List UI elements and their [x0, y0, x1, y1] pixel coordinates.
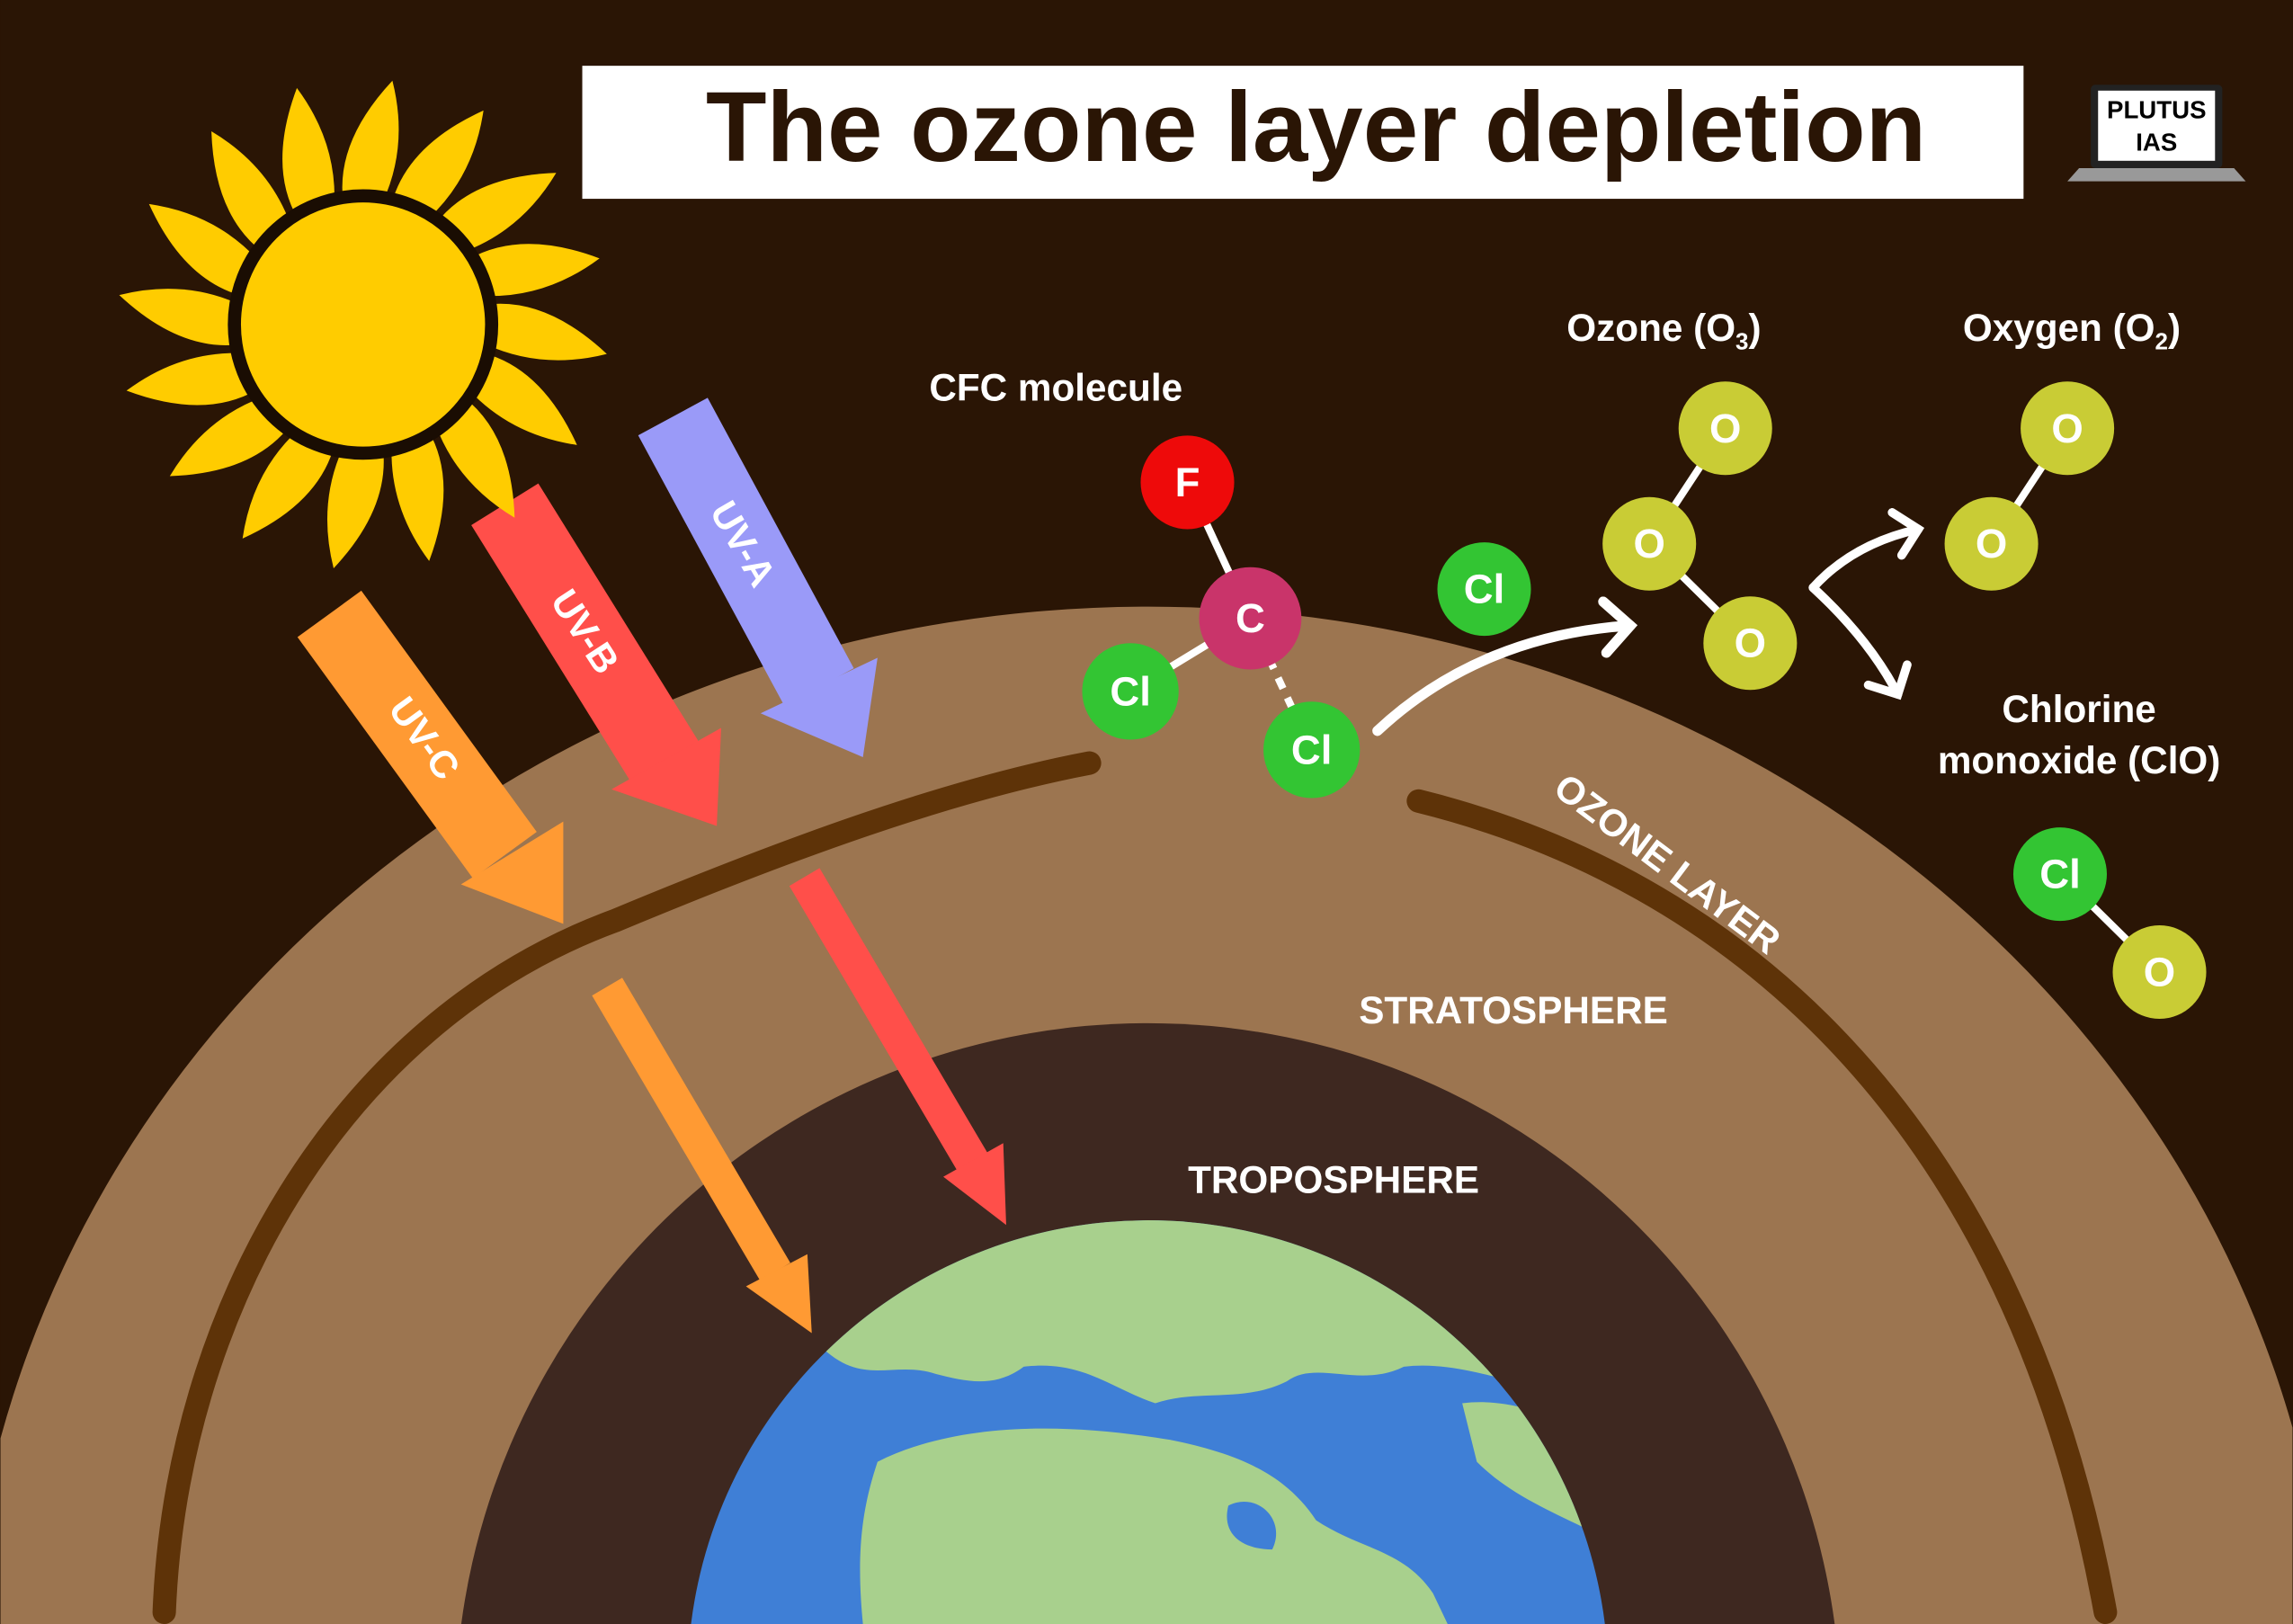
- fluorine-symbol: F: [1175, 460, 1200, 505]
- carbon-atom: [1199, 567, 1302, 670]
- chlorine-symbol: Cl: [1464, 567, 1505, 612]
- cfc-label: CFC molecule: [929, 366, 1182, 408]
- ozone-layer-band-right: [1406, 789, 2118, 1624]
- clo-label-line2: monoxide (ClO): [1938, 739, 2221, 781]
- sun-ray: [282, 87, 335, 219]
- reaction-arrow-icon: [1372, 596, 1638, 736]
- logo-line2: IAS: [2136, 128, 2177, 156]
- sun-ray: [391, 430, 444, 561]
- branch-arrow-down-icon: [1808, 583, 1912, 700]
- plutus-ias-logo: PLUTUS IAS: [2067, 85, 2246, 182]
- uva-arrow: UV-A: [638, 397, 878, 758]
- oxygen-symbol: O: [2051, 406, 2083, 451]
- oxygen-molecule: O O: [1944, 381, 2115, 591]
- oxygen-symbol: O: [1709, 406, 1741, 451]
- uvb-penetrating-arrow: [789, 868, 1006, 1226]
- title-box: [582, 66, 2024, 200]
- uvc-arrow: UV-C: [297, 590, 564, 924]
- chlorine-atom: [1263, 701, 1361, 799]
- chlorine-atom: [1082, 643, 1179, 740]
- sun-ray: [468, 244, 600, 297]
- sun-ray: [435, 397, 515, 518]
- cfc-molecule: F C Cl Cl: [1082, 435, 1361, 799]
- ozone-molecule: O O O: [1602, 381, 1798, 691]
- uvc-penetrating-arrow: [592, 977, 812, 1334]
- carbon-symbol: C: [1236, 595, 1265, 641]
- oxygen-symbol: O: [1735, 620, 1766, 666]
- sun-ray: [326, 447, 384, 569]
- sun-ray: [169, 397, 290, 477]
- oxygen-symbol: O: [1976, 521, 2007, 567]
- sun-ray: [391, 110, 484, 219]
- ozone-label: Ozone (O3): [1566, 307, 1761, 355]
- fluorine-atom: [1140, 435, 1235, 530]
- sun-ray: [148, 203, 258, 297]
- sun-ray: [468, 352, 577, 445]
- chlorine-symbol: Cl: [1291, 727, 1333, 772]
- branch-arrow-up-icon: [1808, 508, 1925, 593]
- troposphere-label: TROPOSPHERE: [1188, 1158, 1479, 1200]
- page-title: The ozone layer depletion: [706, 72, 1926, 183]
- sun-ray: [211, 131, 290, 252]
- sun-ray: [435, 173, 557, 252]
- oxygen-symbol: O: [1633, 521, 1664, 567]
- clo-label-line1: Chlorine: [2002, 688, 2155, 730]
- chlorine-symbol: Cl: [2039, 852, 2081, 897]
- sun-ray: [242, 430, 335, 539]
- oxygen-symbol: O: [2144, 949, 2175, 995]
- ozone-layer-band-left: [152, 751, 1102, 1624]
- sun-ray: [126, 352, 258, 406]
- sun-ray: [119, 289, 241, 345]
- oxygen-label: Oxygen (O2): [1963, 307, 2181, 355]
- logo-line1: PLUTUS: [2107, 96, 2207, 124]
- stratosphere-label: STRATOSPHERE: [1359, 989, 1668, 1031]
- sun-ray: [486, 303, 607, 361]
- sun-icon: [119, 80, 607, 569]
- free-chlorine-atom: Cl: [1437, 542, 1531, 637]
- uvb-arrow: UV-B: [471, 483, 721, 826]
- chlorine-symbol: Cl: [1110, 668, 1151, 714]
- chlorine-monoxide-molecule: Cl O: [2012, 827, 2207, 1020]
- sun-ray: [342, 80, 399, 202]
